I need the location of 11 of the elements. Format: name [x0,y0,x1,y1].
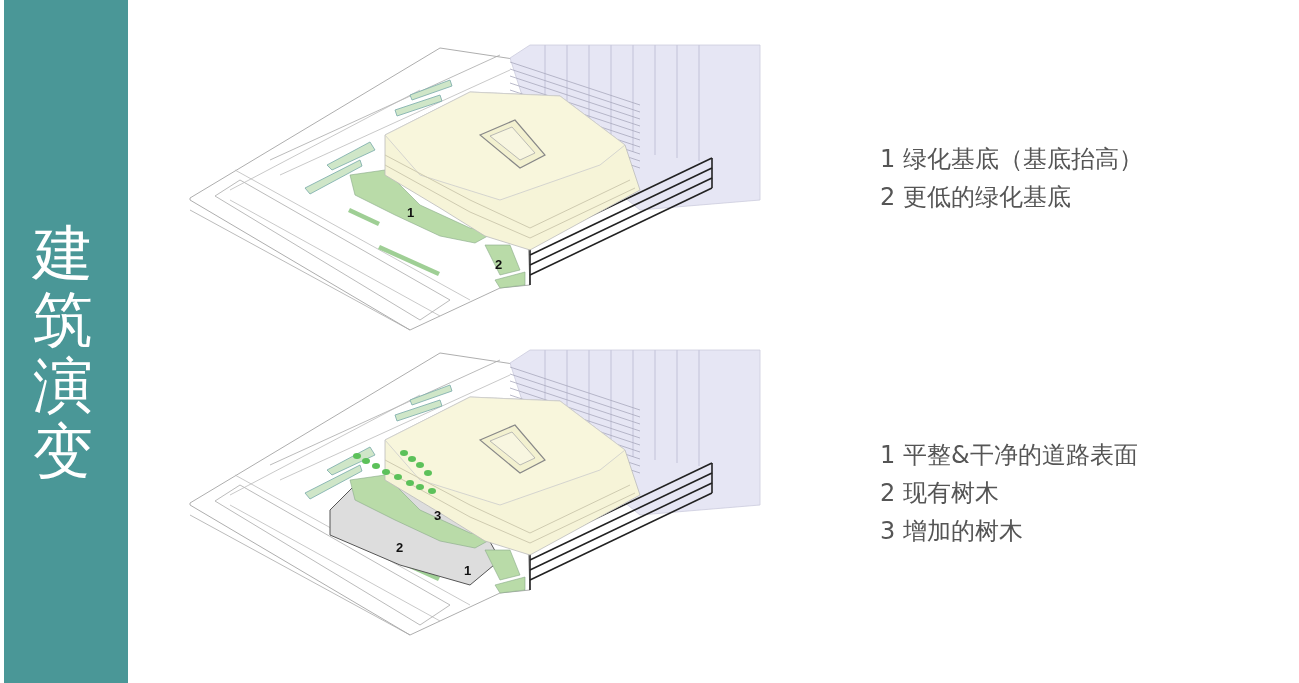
legend-note: 2 现有树木 [880,478,999,509]
callout-number: 2 [495,257,503,272]
legend-note: 3 增加的树木 [880,516,1023,547]
callout-number: 1 [407,205,415,220]
callout-number: 2 [396,540,404,555]
legend-note: 1 绿化基底（基底抬高） [880,144,1143,175]
callout-number: 3 [434,508,442,523]
legend-note: 1 平整&干净的道路表面 [880,440,1138,471]
callout-number: 1 [464,563,472,578]
title: 建筑演变 [33,220,93,484]
legend-note: 2 更低的绿化基底 [880,182,1071,213]
